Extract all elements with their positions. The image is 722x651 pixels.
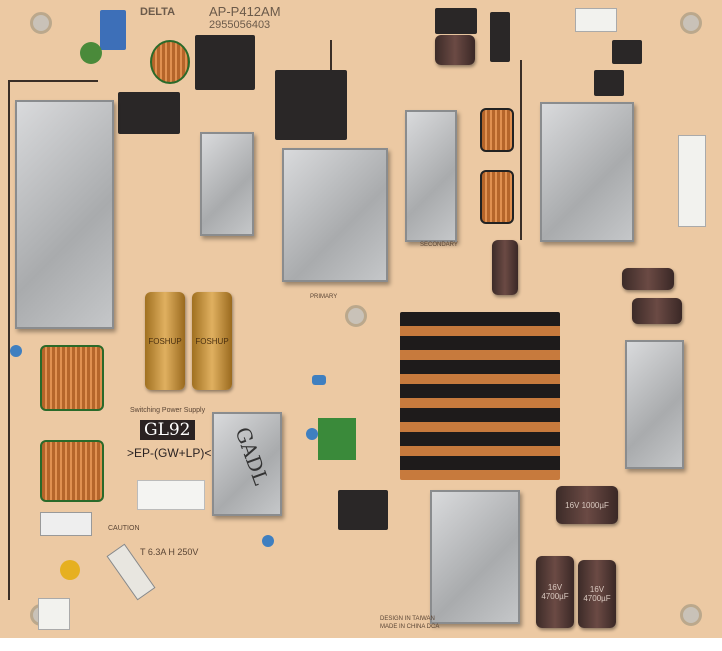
regulator (594, 70, 624, 96)
bulk-capacitor: FOSHUP (192, 292, 232, 390)
capacitor (60, 560, 80, 580)
trace (8, 80, 10, 600)
optocoupler-block (338, 490, 388, 530)
mounting-hole (680, 604, 702, 626)
heatsink (405, 110, 457, 242)
electrolytic-capacitor (622, 268, 674, 290)
output-transformer (400, 312, 560, 480)
origin-design: DESIGN IN TAIWAN (380, 616, 435, 622)
model-code: GL92 (140, 420, 195, 440)
bridge-rectifiers (118, 92, 180, 134)
electrolytic-capacitor (492, 240, 518, 295)
heatsink-left (15, 100, 114, 329)
regulator (612, 40, 642, 64)
origin-made: MADE IN CHINA DCA (380, 624, 440, 630)
handwritten-mark: GADL (230, 423, 274, 489)
line-filter-choke (40, 440, 104, 502)
board-title: Switching Power Supply (130, 407, 206, 414)
ac-input-connector[interactable] (38, 598, 70, 630)
mounting-hole (680, 12, 702, 34)
caution-heading: CAUTION (108, 525, 140, 532)
connector-top[interactable] (575, 8, 617, 32)
heatsink (200, 132, 254, 236)
mosfet (490, 12, 510, 62)
transformer (275, 70, 347, 140)
heatsink (625, 340, 684, 469)
heatsink-center (282, 148, 388, 282)
trace (520, 60, 522, 240)
heatsink-bottom (430, 490, 520, 624)
electrolytic-capacitor (435, 35, 475, 65)
electrolytic-capacitor (632, 298, 682, 324)
primary-label: PRIMARY (310, 294, 338, 300)
barcode-label (137, 480, 205, 510)
small-transformer (480, 108, 514, 152)
electrolytic-capacitor: 16V 4700µF (536, 556, 574, 628)
secondary-label: SECONDARY (420, 242, 458, 248)
thermistor (40, 512, 92, 536)
heatsink: GADL (212, 412, 282, 516)
model-number: AP-P412AM (209, 4, 281, 19)
toroid-inductor (150, 40, 190, 84)
bulk-capacitor: FOSHUP (145, 292, 185, 390)
small-transformer (480, 170, 514, 224)
delta-logo: DELTA (140, 6, 176, 18)
connector-right[interactable] (678, 135, 706, 227)
capacitor (306, 428, 318, 440)
line-filter-choke (40, 345, 104, 411)
material-marking: >EP-(GW+LP)< (127, 446, 212, 460)
mounting-hole (345, 305, 367, 327)
heatsink-right (540, 102, 634, 242)
part-number: 2955056403 (209, 19, 271, 31)
mounting-hole (30, 12, 52, 34)
common-mode-choke (195, 35, 255, 90)
electrolytic-capacitor: 16V 1000µF (556, 486, 618, 524)
capacitor (10, 345, 22, 357)
background-edge (0, 638, 722, 651)
fuse-rating: T 6.3A H 250V (140, 547, 199, 557)
capacitor (312, 375, 326, 385)
relay (435, 8, 477, 34)
capacitor (262, 535, 274, 547)
x-capacitor (100, 10, 126, 50)
varistor (80, 42, 102, 64)
electrolytic-capacitor: 16V 4700µF (578, 560, 616, 628)
trace (8, 80, 98, 82)
y-capacitor (318, 418, 356, 460)
